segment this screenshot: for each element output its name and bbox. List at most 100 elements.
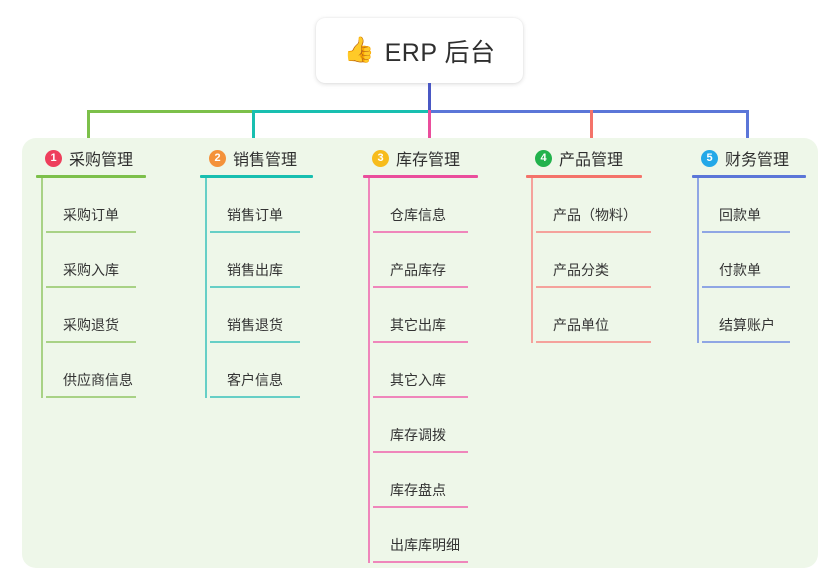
- column-header-2[interactable]: 2 销售管理: [200, 146, 313, 170]
- menu-item[interactable]: 库存调拨: [368, 398, 478, 453]
- connector-drop-5: [746, 110, 749, 145]
- menu-item[interactable]: 其它出库: [368, 288, 478, 343]
- column-items-2: 销售订单销售出库销售退货客户信息: [200, 178, 313, 398]
- menu-item[interactable]: 采购退货: [41, 288, 146, 343]
- menu-item-label: 产品单位: [553, 317, 609, 333]
- connector-horizontal-segment-2: [252, 110, 429, 113]
- menu-item[interactable]: 出库库明细: [368, 508, 478, 563]
- menu-item-label: 其它出库: [390, 317, 446, 333]
- menu-item-label: 采购订单: [63, 207, 119, 223]
- column-title-3: 库存管理: [396, 152, 461, 169]
- menu-item[interactable]: 产品库存: [368, 233, 478, 288]
- menu-item[interactable]: 采购入库: [41, 233, 146, 288]
- column-5: 5 财务管理回款单付款单结算账户: [692, 146, 806, 343]
- menu-item-rule: [373, 506, 468, 508]
- menu-item-rule: [46, 231, 136, 233]
- column-badge-2: 2: [209, 149, 226, 167]
- diagram-panel: [22, 138, 818, 568]
- column-spine-1: [41, 178, 43, 398]
- menu-item-label: 产品分类: [553, 262, 609, 278]
- menu-item-rule: [46, 396, 136, 398]
- column-spine-4: [531, 178, 533, 343]
- column-header-4[interactable]: 4 产品管理: [526, 146, 642, 170]
- column-items-1: 采购订单采购入库采购退货供应商信息: [36, 178, 146, 398]
- column-spine-3: [368, 178, 370, 563]
- menu-item[interactable]: 销售订单: [205, 178, 313, 233]
- menu-item-rule: [46, 286, 136, 288]
- menu-item[interactable]: 产品分类: [531, 233, 651, 288]
- column-badge-5: 5: [701, 149, 718, 167]
- column-3: 3 库存管理仓库信息产品库存其它出库其它入库库存调拨库存盘点出库库明细: [363, 146, 478, 563]
- menu-item[interactable]: 付款单: [697, 233, 806, 288]
- menu-item[interactable]: 其它入库: [368, 343, 478, 398]
- menu-item-label: 销售退货: [227, 317, 283, 333]
- menu-item-label: 库存调拨: [390, 427, 446, 443]
- menu-item-label: 销售出库: [227, 262, 283, 278]
- column-header-5[interactable]: 5 财务管理: [692, 146, 806, 170]
- column-header-rule-1: [36, 175, 146, 178]
- menu-item-label: 供应商信息: [63, 372, 133, 388]
- column-spine-2: [205, 178, 207, 398]
- menu-item-label: 产品（物料）: [553, 207, 637, 223]
- column-items-3: 仓库信息产品库存其它出库其它入库库存调拨库存盘点出库库明细: [363, 178, 478, 563]
- column-title-4: 产品管理: [559, 152, 624, 169]
- column-spine-5: [697, 178, 699, 343]
- connector-drop-1: [87, 110, 90, 145]
- thumbs-up-icon: 👍: [343, 36, 375, 64]
- connector-drop-3: [428, 110, 431, 145]
- menu-item-label: 结算账户: [719, 317, 775, 333]
- menu-item-rule: [373, 396, 468, 398]
- menu-item[interactable]: 销售出库: [205, 233, 313, 288]
- connector-horizontal-segment-1: [87, 110, 253, 113]
- menu-item-label: 出库库明细: [390, 537, 460, 553]
- menu-item-rule: [373, 286, 468, 288]
- menu-item[interactable]: 产品（物料）: [531, 178, 651, 233]
- menu-item-label: 其它入库: [390, 372, 446, 388]
- connector-drop-2: [252, 110, 255, 145]
- menu-item-rule: [210, 396, 300, 398]
- menu-item-rule: [210, 286, 300, 288]
- menu-item[interactable]: 仓库信息: [368, 178, 478, 233]
- column-badge-4: 4: [535, 149, 552, 167]
- connector-root-vertical: [428, 83, 431, 111]
- menu-item[interactable]: 产品单位: [531, 288, 651, 343]
- column-header-rule-5: [692, 175, 806, 178]
- menu-item-rule: [46, 341, 136, 343]
- menu-item-rule: [210, 231, 300, 233]
- menu-item[interactable]: 库存盘点: [368, 453, 478, 508]
- menu-item-rule: [373, 231, 468, 233]
- menu-item[interactable]: 结算账户: [697, 288, 806, 343]
- menu-item[interactable]: 客户信息: [205, 343, 313, 398]
- column-header-rule-4: [526, 175, 642, 178]
- connector-drop-4: [590, 110, 593, 145]
- column-title-2: 销售管理: [233, 152, 298, 169]
- column-badge-3: 3: [372, 149, 389, 167]
- menu-item-rule: [536, 231, 651, 233]
- column-header-rule-2: [200, 175, 313, 178]
- menu-item-rule: [210, 341, 300, 343]
- menu-item-label: 产品库存: [390, 262, 446, 278]
- column-title-5: 财务管理: [725, 152, 790, 169]
- menu-item-rule: [702, 286, 790, 288]
- column-header-rule-3: [363, 175, 478, 178]
- menu-item-rule: [702, 231, 790, 233]
- menu-item[interactable]: 销售退货: [205, 288, 313, 343]
- column-badge-1: 1: [45, 149, 62, 167]
- column-items-4: 产品（物料） 产品分类产品单位: [526, 178, 651, 343]
- menu-item-rule: [373, 451, 468, 453]
- page-title: ERP 后台: [384, 38, 496, 67]
- menu-item-rule: [373, 561, 468, 563]
- column-4: 4 产品管理产品（物料） 产品分类产品单位: [526, 146, 651, 343]
- menu-item-label: 采购退货: [63, 317, 119, 333]
- menu-item-label: 销售订单: [227, 207, 283, 223]
- menu-item-label: 仓库信息: [390, 207, 446, 223]
- column-2: 2 销售管理销售订单销售出库销售退货客户信息: [200, 146, 313, 398]
- column-header-3[interactable]: 3 库存管理: [363, 146, 478, 170]
- menu-item[interactable]: 回款单: [697, 178, 806, 233]
- menu-item[interactable]: 采购订单: [41, 178, 146, 233]
- menu-item-label: 客户信息: [227, 372, 283, 388]
- menu-item[interactable]: 供应商信息: [41, 343, 146, 398]
- root-title-card[interactable]: 👍 ERP 后台: [316, 18, 523, 83]
- connector-horizontal-segment-3: [428, 110, 749, 113]
